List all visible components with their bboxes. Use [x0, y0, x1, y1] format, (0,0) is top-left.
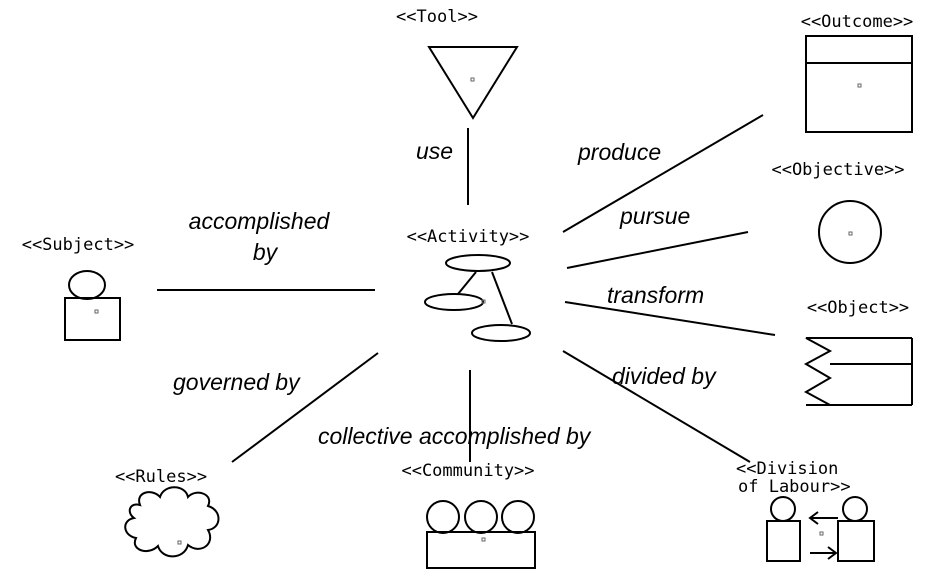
relation-governed-by: governed by: [173, 369, 301, 395]
connector-pursue: [566, 231, 749, 269]
objective-circle-icon: [818, 200, 882, 264]
activity-label: <<Activity>>: [407, 227, 530, 247]
division-label-line2: of Labour>>: [738, 477, 851, 497]
connector-produce: [562, 114, 764, 233]
activity-ellipse-top: [445, 254, 511, 272]
community-head-1-icon: [426, 500, 460, 534]
relation-use: use: [416, 138, 453, 164]
relation-transform: transform: [607, 282, 704, 308]
division-label-line1: <<Division: [736, 459, 838, 479]
activity-ellipse-left: [424, 293, 484, 311]
activity-center-dot: [481, 299, 486, 304]
relation-collective: collective accomplished by: [318, 423, 592, 449]
objective-node[interactable]: <<Objective>>: [771, 160, 905, 264]
connector-governed-by: [231, 352, 379, 463]
objective-center-dot: [848, 231, 853, 236]
relation-divided-by: divided by: [612, 363, 717, 389]
division-body-right-icon: [837, 520, 875, 562]
community-node[interactable]: <<Community>>: [401, 461, 536, 569]
community-label: <<Community>>: [401, 461, 534, 481]
community-head-3-icon: [501, 500, 535, 534]
outcome-node[interactable]: <<Outcome>>: [801, 12, 914, 133]
rules-cloud-icon: [124, 486, 220, 558]
division-head-left-icon: [770, 496, 796, 522]
subject-center-dot: [94, 309, 99, 314]
relation-accomplished-line2: by: [253, 239, 279, 265]
tool-center-dot: [470, 77, 475, 82]
community-center-dot: [481, 537, 486, 542]
division-arrow-left-head-icon: [808, 511, 819, 525]
relation-produce: produce: [577, 139, 661, 165]
subject-node[interactable]: <<Subject>>: [22, 235, 135, 341]
object-node[interactable]: <<Object>>: [803, 298, 913, 406]
outcome-center-dot: [857, 83, 862, 88]
rules-label: <<Rules>>: [115, 467, 207, 487]
outcome-box-icon: [805, 35, 913, 133]
division-center-dot: [819, 531, 824, 536]
community-head-2-icon: [464, 500, 498, 534]
rules-node[interactable]: <<Rules>>: [115, 467, 220, 558]
activity-ellipse-right: [471, 324, 531, 342]
division-head-right-icon: [842, 496, 868, 522]
activity-node[interactable]: <<Activity>>: [407, 227, 531, 342]
division-body-left-icon: [766, 520, 801, 562]
objective-label: <<Objective>>: [771, 160, 904, 180]
outcome-label: <<Outcome>>: [801, 12, 914, 32]
relation-pursue: pursue: [619, 203, 690, 229]
tool-triangle-icon: [427, 46, 519, 120]
object-label: <<Object>>: [807, 298, 909, 318]
subject-head-icon: [68, 270, 106, 300]
relation-accomplished-line1: accomplished: [189, 208, 331, 234]
tool-label: <<Tool>>: [396, 7, 478, 27]
connector-divided-by: [562, 350, 751, 463]
subject-body-icon: [64, 297, 121, 341]
division-of-labour-node[interactable]: <<Division of Labour>>: [736, 459, 875, 562]
activity-link-left: [457, 271, 477, 295]
tool-node[interactable]: <<Tool>>: [396, 7, 519, 120]
activity-link-right: [491, 271, 513, 325]
division-arrow-right-head-icon: [827, 546, 838, 560]
rules-center-dot: [177, 540, 182, 545]
connector-transform: [564, 301, 776, 336]
object-zigzag-icon: [803, 337, 912, 406]
community-body-icon: [426, 531, 536, 569]
subject-label: <<Subject>>: [22, 235, 135, 255]
